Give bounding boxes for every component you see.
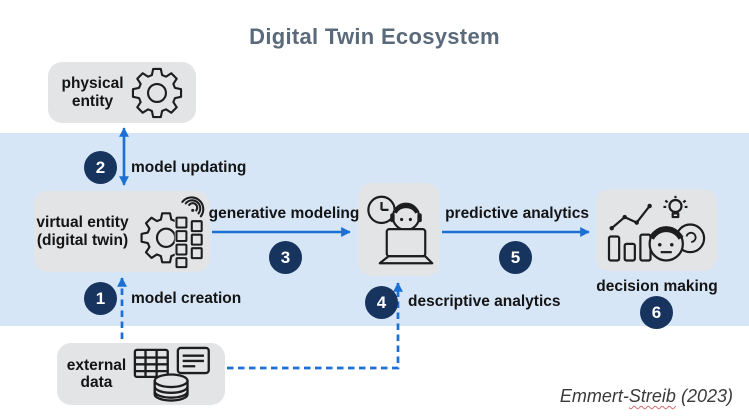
- attribution-part1: Emmert-: [559, 386, 629, 406]
- physical-entity-label: physical entity: [61, 75, 124, 110]
- attribution-part2-spellcheck: Streib: [628, 386, 676, 406]
- gear-icon: [131, 67, 182, 118]
- step-1-badge: 1: [84, 282, 117, 315]
- charts-people-lightbulb-icon: [607, 195, 705, 262]
- physical-entity-node: physical entity: [48, 62, 196, 123]
- step-6-badge: 6: [640, 296, 673, 329]
- attribution-text: Emmert-Streib (2023): [560, 386, 733, 407]
- predictive-analytics-label: predictive analytics: [445, 205, 589, 222]
- decision-making-label: decision making: [596, 278, 718, 295]
- step-3-badge: 3: [269, 241, 302, 274]
- person-laptop-clock-icon: [367, 195, 434, 264]
- virtual-entity-label: virtual entity (digital twin): [36, 214, 129, 249]
- external-data-node: external data: [57, 343, 225, 405]
- step-2-badge: 2: [84, 151, 117, 184]
- page-title: Digital Twin Ecosystem: [249, 24, 500, 49]
- descriptive-analytics-label: descriptive analytics: [408, 293, 561, 310]
- model-updating-label: model updating: [131, 159, 247, 176]
- attribution-part3: (2023): [675, 386, 733, 406]
- gear-digital-signal-icon: [140, 195, 204, 268]
- generative-modeling-label: generative modeling: [208, 205, 360, 222]
- decision-making-node: [596, 189, 717, 271]
- external-data-label: external data: [66, 356, 127, 391]
- model-creation-label: model creation: [131, 290, 242, 307]
- analyst-node: [358, 183, 440, 276]
- step-5-badge: 5: [499, 241, 532, 274]
- table-document-database-icon: [133, 346, 211, 402]
- step-4-badge: 4: [365, 286, 398, 319]
- virtual-entity-node: virtual entity (digital twin): [34, 191, 210, 272]
